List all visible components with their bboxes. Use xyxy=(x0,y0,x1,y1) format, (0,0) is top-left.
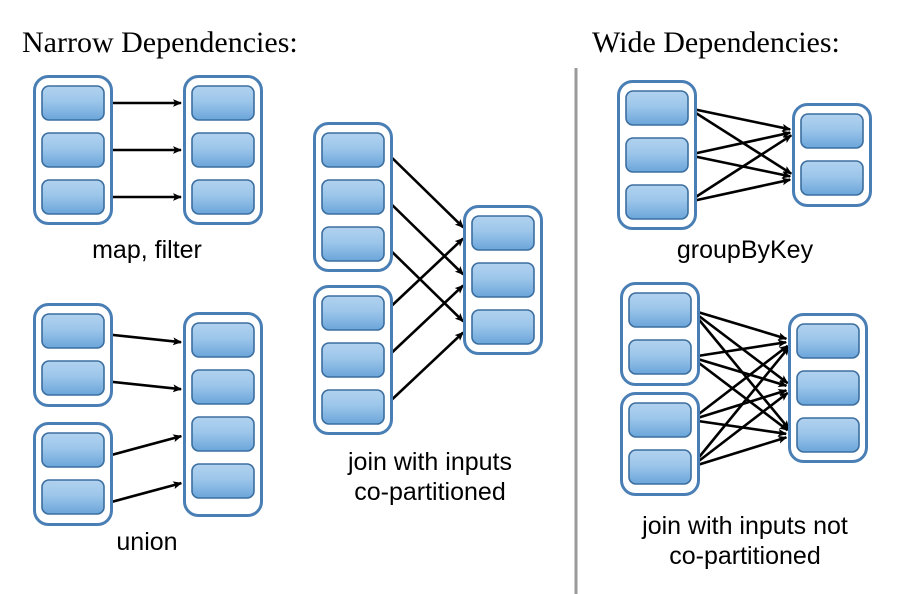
caption-group-by-key: groupByKey xyxy=(677,236,814,264)
partition-box[interactable] xyxy=(41,85,105,121)
caption-union: union xyxy=(116,528,177,556)
caption-join-co-partitioned-line2: co-partitioned xyxy=(354,478,505,506)
dependency-arrow xyxy=(690,355,789,432)
partition-box[interactable] xyxy=(800,160,864,196)
group-map-filter xyxy=(104,99,182,201)
edges-layer xyxy=(103,99,793,506)
dependency-arrow xyxy=(687,177,792,204)
caption-join-not-co-partitioned-line1: join with inputs not xyxy=(641,512,848,540)
dependency-arrow xyxy=(690,436,788,469)
dependency-arrow xyxy=(383,149,465,229)
partition-box[interactable] xyxy=(191,85,255,121)
dependency-arrow xyxy=(690,308,788,341)
dependency-arrow xyxy=(383,284,465,361)
rdd-group-join-co-partitioned xyxy=(313,122,543,435)
rdd-j-srcB[interactable] xyxy=(313,285,393,435)
dependency-arrow xyxy=(383,331,465,408)
group-join-not-co-partitioned xyxy=(689,308,790,469)
partition-box[interactable] xyxy=(628,402,692,438)
rdd-group-map-filter xyxy=(33,75,263,225)
dependency-arrow xyxy=(690,418,788,437)
dependency-arrow xyxy=(690,344,789,422)
dependency-arrow xyxy=(690,355,788,388)
rdd-group-group-by-key xyxy=(617,80,872,230)
dependency-arrow xyxy=(689,309,790,430)
dependency-arrow xyxy=(103,332,183,346)
caption-map-filter: map, filter xyxy=(92,236,202,264)
rdd-group-union xyxy=(33,303,263,526)
dependency-arrow xyxy=(383,196,465,276)
partition-box[interactable] xyxy=(628,449,692,485)
partition-box[interactable] xyxy=(191,322,255,358)
dependency-arrow xyxy=(687,130,792,157)
partition-box[interactable] xyxy=(191,179,255,215)
dependency-arrow xyxy=(383,237,465,314)
rdd-n-dst[interactable] xyxy=(788,313,868,463)
partition-box[interactable] xyxy=(321,179,385,215)
partition-box[interactable] xyxy=(800,113,864,149)
narrow-dependencies-heading: Narrow Dependencies: xyxy=(22,26,298,59)
partition-box[interactable] xyxy=(41,179,105,215)
rdd-mf-src[interactable] xyxy=(33,75,113,225)
dependency-arrow xyxy=(690,339,788,359)
partition-box[interactable] xyxy=(796,417,860,453)
caption-join-not-co-partitioned-line2: co-partitioned xyxy=(669,542,820,570)
partition-box[interactable] xyxy=(471,215,535,251)
dependency-arrow xyxy=(687,134,793,204)
dependency-arrow xyxy=(690,308,789,385)
rdd-g-src[interactable] xyxy=(617,80,697,230)
partition-box[interactable] xyxy=(471,262,535,298)
partition-box[interactable] xyxy=(471,309,535,345)
rdd-n-srcA[interactable] xyxy=(620,282,700,386)
partition-box[interactable] xyxy=(321,342,385,378)
dependency-arrow xyxy=(687,153,792,179)
dependency-arrow xyxy=(383,243,465,323)
dependency-arrow xyxy=(103,434,183,459)
partition-box[interactable] xyxy=(191,416,255,452)
partition-box[interactable] xyxy=(625,184,689,220)
dependency-arrow xyxy=(687,106,793,175)
caption-join-co-partitioned-line1: join with inputs xyxy=(347,448,512,476)
partition-box[interactable] xyxy=(625,137,689,173)
dependency-arrow xyxy=(103,481,183,506)
partition-box[interactable] xyxy=(41,360,105,396)
group-union xyxy=(103,332,183,506)
dependency-arrow xyxy=(689,346,790,468)
partition-box[interactable] xyxy=(191,132,255,168)
partition-box[interactable] xyxy=(41,479,105,515)
partition-box[interactable] xyxy=(191,463,255,499)
partition-box[interactable] xyxy=(321,389,385,425)
partition-box[interactable] xyxy=(321,226,385,262)
partition-box[interactable] xyxy=(796,370,860,406)
partition-box[interactable] xyxy=(796,323,860,359)
group-join-co-partitioned xyxy=(383,149,465,408)
wide-dependencies-heading: Wide Dependencies: xyxy=(592,26,840,59)
dependency-arrow xyxy=(103,379,183,393)
rdds-layer xyxy=(33,75,872,526)
dependency-arrow xyxy=(690,389,788,422)
partition-box[interactable] xyxy=(191,369,255,405)
partition-box[interactable] xyxy=(41,313,105,349)
rdd-j-srcA[interactable] xyxy=(313,122,393,272)
rdd-u-srcA[interactable] xyxy=(33,303,113,407)
dependency-arrow xyxy=(687,106,792,132)
dependency-arrow xyxy=(690,391,789,469)
rdd-group-join-not-co-partitioned xyxy=(620,282,868,496)
partition-box[interactable] xyxy=(321,132,385,168)
partition-box[interactable] xyxy=(321,295,385,331)
partition-box[interactable] xyxy=(41,132,105,168)
partition-box[interactable] xyxy=(41,432,105,468)
rdd-g-dst[interactable] xyxy=(792,103,872,207)
partition-box[interactable] xyxy=(628,292,692,328)
rdd-u-srcB[interactable] xyxy=(33,422,113,526)
rdd-j-dst[interactable] xyxy=(463,205,543,355)
rdd-mf-dst[interactable] xyxy=(183,75,263,225)
rdd-n-srcB[interactable] xyxy=(620,392,700,496)
partition-box[interactable] xyxy=(628,339,692,375)
rdd-u-dst[interactable] xyxy=(183,312,263,517)
group-group-by-key xyxy=(687,106,793,204)
partition-box[interactable] xyxy=(625,90,689,126)
